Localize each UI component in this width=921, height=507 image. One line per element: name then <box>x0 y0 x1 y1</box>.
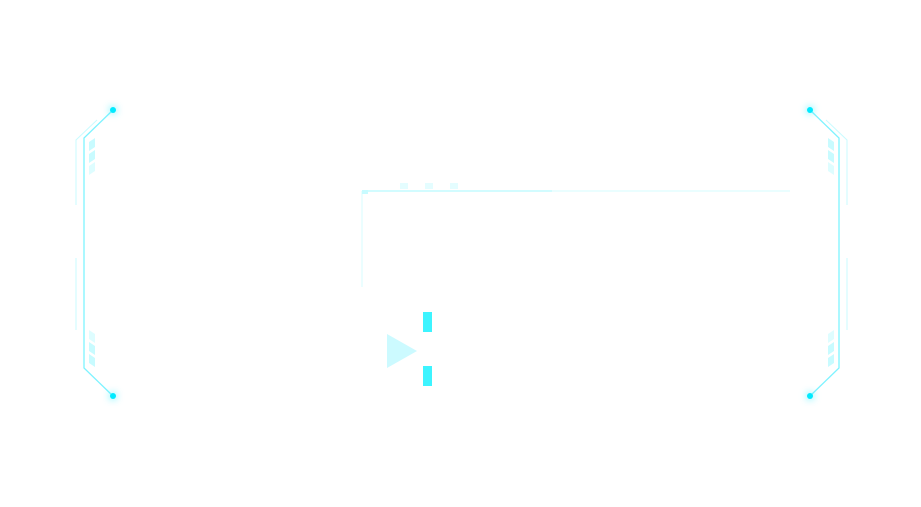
play-triangle-icon <box>387 334 417 368</box>
left-bracket-top-chevrons <box>89 138 95 175</box>
indicator-bar-bottom <box>423 366 432 386</box>
left-bracket-outer-line-top <box>75 119 98 205</box>
panel-corner-mark <box>362 190 368 194</box>
panel-top-ticks <box>400 183 458 189</box>
indicator-bar-top <box>423 312 432 332</box>
left-bracket-inner-line <box>83 109 114 397</box>
left-bracket <box>75 107 116 399</box>
right-bracket <box>807 107 848 399</box>
right-bracket-bottom-chevrons <box>828 330 834 367</box>
right-bottom-glowing-dot-icon <box>807 393 813 399</box>
right-bracket-inner-line <box>809 109 840 397</box>
right-top-glowing-dot-icon <box>807 107 813 113</box>
right-bracket-outer-line-top <box>825 119 848 205</box>
left-bottom-glowing-dot-icon <box>110 393 116 399</box>
left-bracket-bottom-chevrons <box>89 330 95 367</box>
center-panel-frame <box>361 183 790 287</box>
left-top-glowing-dot-icon <box>110 107 116 113</box>
right-bracket-top-chevrons <box>828 138 834 175</box>
play-indicator <box>387 312 432 386</box>
